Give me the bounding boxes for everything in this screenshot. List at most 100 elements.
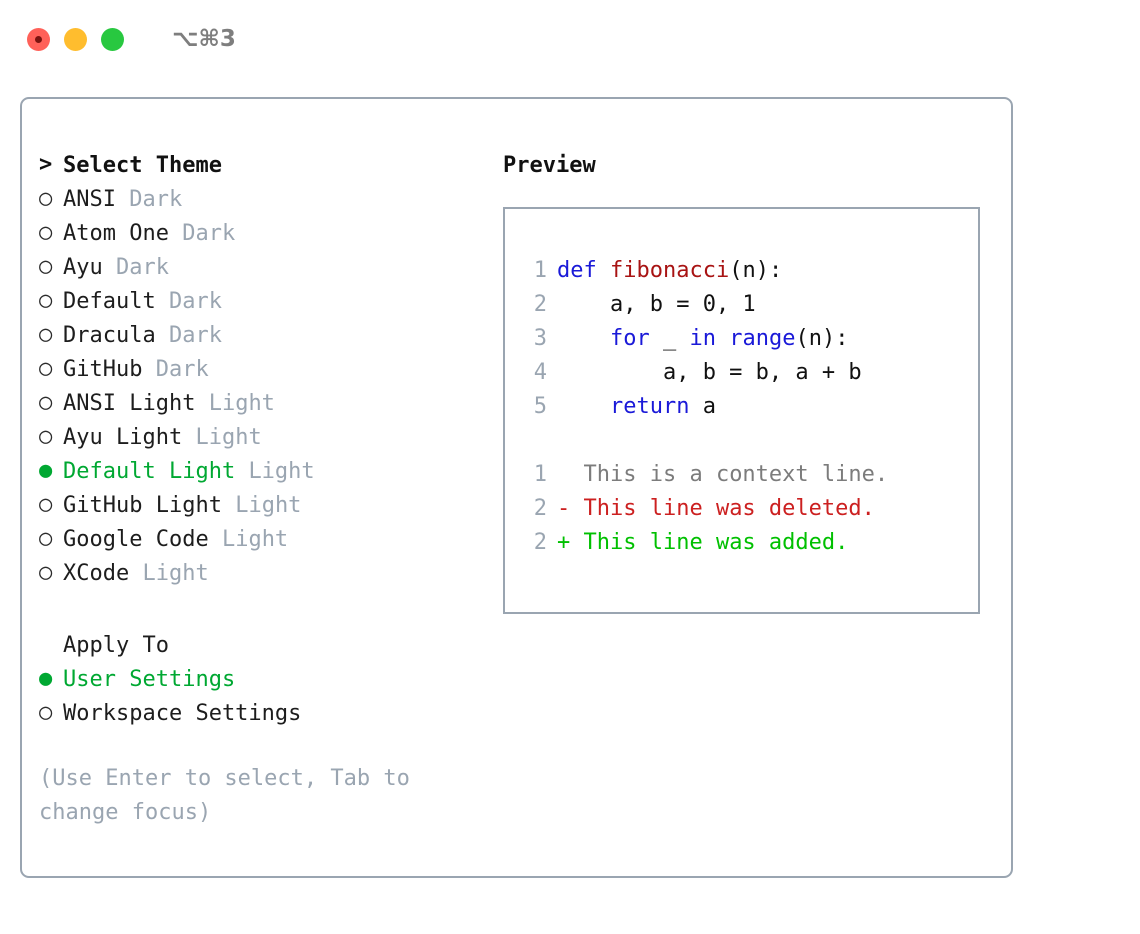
code-line: 5 return a (521, 389, 972, 423)
radio-on-icon: ● (39, 666, 53, 691)
radio-on-icon: ● (39, 458, 53, 483)
diff-marker: - (557, 495, 571, 521)
code-line: 1 def fibonacci(n): (521, 253, 972, 287)
theme-category-label: Light (221, 526, 289, 552)
theme-category-label: Dark (155, 356, 209, 382)
code-token: _ (662, 325, 690, 351)
maximize-button[interactable] (101, 27, 124, 51)
theme-option-google-code[interactable]: ○ Google Code Light (39, 522, 489, 556)
code-token: (n): (729, 257, 783, 283)
theme-option-default-dark[interactable]: ○ Default Dark (39, 284, 489, 318)
radio-off-icon: ○ (39, 254, 53, 279)
theme-name: Default (63, 288, 156, 314)
line-number: 2 (533, 529, 547, 555)
theme-name: XCode (63, 560, 130, 586)
theme-option-ayu-dark[interactable]: ○Ayu Dark (39, 250, 489, 284)
theme-category-label: Light (235, 492, 302, 518)
theme-name: Default Light (63, 458, 236, 484)
close-button[interactable] (27, 27, 50, 51)
code-token: range (729, 325, 796, 351)
radio-off-icon: ○ (39, 322, 53, 347)
line-number: 2 (533, 291, 547, 317)
line-number: 1 (533, 257, 547, 283)
theme-name: Ayu Light (63, 424, 183, 450)
radio-off-icon: ○ (39, 288, 53, 313)
theme-category-label: Dark (168, 322, 222, 348)
theme-name: Google Code (63, 526, 209, 552)
radio-off-icon: ○ (39, 424, 53, 449)
theme-category-label: Light (142, 560, 209, 586)
radio-off-icon: ○ (39, 700, 53, 725)
code-token: def (557, 257, 610, 283)
diff-text: This is a context line. (570, 461, 889, 487)
theme-option-github-dark[interactable]: ○GitHub Dark (39, 352, 489, 386)
theme-name: GitHub Light (63, 492, 222, 518)
theme-category-label: Dark (129, 186, 183, 212)
radio-off-icon: ○ (39, 186, 53, 211)
line-number: 1 (533, 461, 547, 487)
code-token: a, b = b, a + b (557, 359, 862, 385)
diff-line-deleted: 2- This line was deleted. (521, 491, 972, 525)
diff-marker (557, 462, 570, 487)
radio-off-icon: ○ (39, 560, 53, 585)
spacer-icon (39, 634, 63, 656)
window-controls (27, 27, 124, 51)
apply-to-header-label: Apply To (63, 632, 169, 658)
radio-off-icon: ○ (39, 220, 53, 245)
theme-picker-dialog: >Select Theme ○ANSI Dark ○Atom One Dark … (20, 97, 1013, 878)
apply-to-user-settings[interactable]: ●User Settings (39, 662, 489, 696)
code-token: a, b = 0, 1 (557, 291, 756, 317)
code-token: a (702, 393, 716, 419)
radio-off-icon: ○ (39, 526, 53, 551)
radio-off-icon: ○ (39, 492, 53, 517)
radio-off-icon: ○ (39, 390, 53, 415)
theme-option-xcode[interactable]: ○ XCode Light (39, 556, 489, 590)
theme-option-ansi-light[interactable]: ○ ANSI Light Light (39, 386, 489, 420)
line-number: 4 (533, 359, 547, 385)
theme-option-ayu-light[interactable]: ○ Ayu Light Light (39, 420, 489, 454)
diff-marker: + (557, 529, 571, 555)
theme-option-default-light[interactable]: ●Default Light Light (39, 454, 489, 488)
diff-text: This line was deleted. (570, 495, 875, 521)
code-token: (n): (795, 325, 849, 351)
code-blank-line (521, 423, 972, 457)
theme-option-atom-one-dark[interactable]: ○Atom One Dark (39, 216, 489, 250)
code-token: in (689, 325, 730, 351)
theme-option-github-light[interactable]: ○ GitHub Light Light (39, 488, 489, 522)
code-line: 3 for _ in range(n): (521, 321, 972, 355)
code-token: fibonacci (609, 257, 730, 283)
code-line: 2 a, b = 0, 1 (521, 287, 972, 321)
theme-name: Dracula (63, 322, 156, 348)
diff-text: This line was added. (570, 529, 849, 555)
title-bar: ⌥⌘3 (0, 0, 1140, 78)
theme-name: ANSI (63, 186, 116, 212)
apply-to-workspace-settings[interactable]: ○ Workspace Settings (39, 696, 489, 730)
keyboard-hint-text: (Use Enter to select, Tab to change focu… (39, 766, 410, 825)
apply-to-header: Apply To (39, 628, 489, 662)
theme-category-label: Dark (168, 288, 222, 314)
line-number: 3 (533, 325, 547, 351)
theme-list-pane: >Select Theme ○ANSI Dark ○Atom One Dark … (39, 148, 489, 730)
prompt-caret-icon: > (39, 152, 53, 177)
code-line: 4 a, b = b, a + b (521, 355, 972, 389)
section-spacer (39, 590, 489, 628)
theme-category-label: Light (208, 390, 275, 416)
keyboard-shortcut-label: ⌥⌘3 (172, 26, 236, 52)
theme-list-header: >Select Theme (39, 148, 489, 182)
theme-category (116, 187, 129, 212)
minimize-button[interactable] (64, 27, 87, 51)
theme-option-dracula-dark[interactable]: ○ Dracula Dark (39, 318, 489, 352)
code-token: return (557, 393, 703, 419)
theme-name: ANSI Light (63, 390, 196, 416)
code-token: for (557, 325, 663, 351)
theme-category-label: Light (195, 424, 262, 450)
theme-option-ansi-dark[interactable]: ○ ANSI Dark (39, 182, 489, 216)
apply-to-label: Workspace Settings (63, 700, 302, 726)
theme-category-label: Dark (182, 220, 236, 246)
theme-category-label: Dark (116, 254, 169, 280)
line-number: 5 (533, 393, 547, 419)
